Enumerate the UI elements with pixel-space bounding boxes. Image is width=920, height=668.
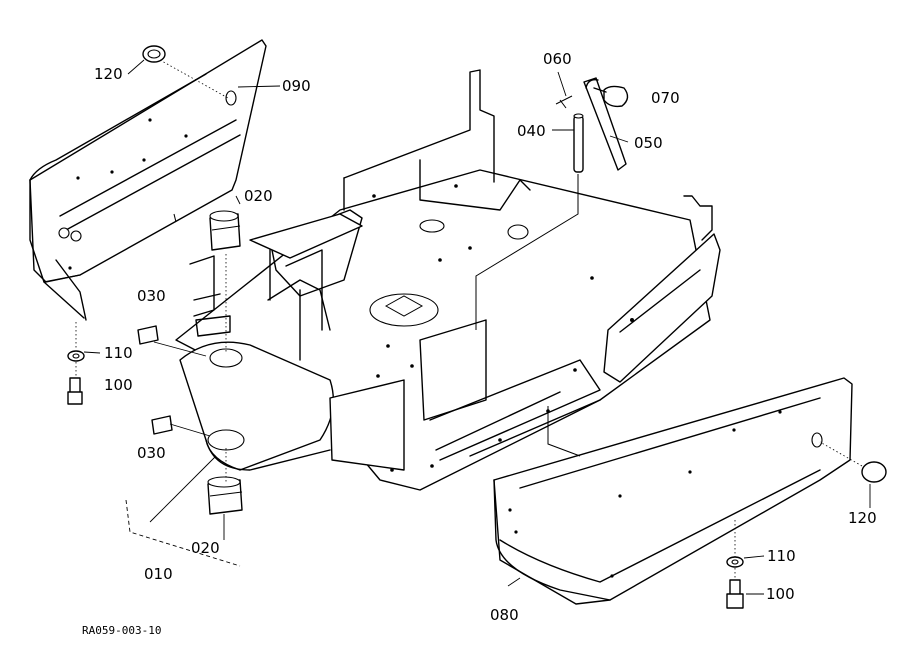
callout-070: 070	[651, 89, 680, 107]
right-side-cover	[493, 377, 853, 605]
callout-120-left: 120	[94, 65, 123, 83]
leader-lines	[75, 59, 871, 595]
callout-110-left: 110	[104, 344, 133, 362]
callout-110-right: 110	[767, 547, 796, 565]
callout-020-top: 020	[244, 187, 273, 205]
callout-040: 040	[517, 122, 546, 140]
main-frame	[175, 69, 721, 491]
callout-060: 060	[543, 50, 572, 68]
callout-030-bottom: 030	[137, 444, 166, 462]
callout-010: 010	[144, 565, 173, 583]
callout-120-right: 120	[848, 509, 877, 527]
callout-030-top: 030	[137, 287, 166, 305]
drawing-code: RA059-003-10	[82, 624, 162, 637]
bushings-and-nipples	[137, 210, 243, 515]
callout-050: 050	[634, 134, 663, 152]
callout-020-bottom: 020	[191, 539, 220, 557]
callout-080: 080	[490, 606, 519, 624]
callout-090: 090	[282, 77, 311, 95]
fasteners	[67, 45, 887, 609]
callout-100-left: 100	[104, 376, 133, 394]
pin-and-lever-assembly	[555, 77, 629, 173]
left-side-cover	[29, 39, 267, 321]
callout-100-right: 100	[766, 585, 795, 603]
